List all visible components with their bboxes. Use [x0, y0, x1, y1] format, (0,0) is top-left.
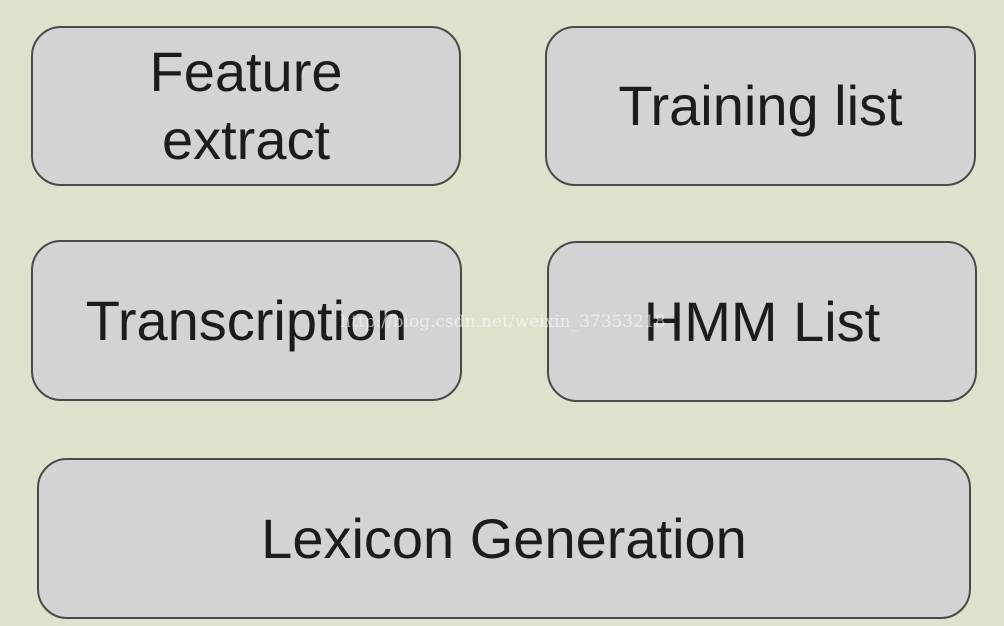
feature-extract-label: Feature extract — [149, 40, 343, 171]
hmm-list-box: HMM List — [547, 241, 977, 402]
watermark-text: http://blog.csdn.net/weixin_37353218 — [340, 312, 666, 332]
transcription-box: Transcription — [31, 240, 462, 401]
feature-extract-box: Feature extract — [31, 26, 461, 186]
lexicon-generation-box: Lexicon Generation — [37, 458, 971, 619]
training-list-box: Training list — [545, 26, 976, 186]
training-list-label: Training list — [618, 74, 903, 137]
transcription-label: Transcription — [85, 288, 408, 352]
lexicon-generation-label: Lexicon Generation — [261, 506, 747, 570]
hmm-list-label: HMM List — [643, 289, 881, 353]
